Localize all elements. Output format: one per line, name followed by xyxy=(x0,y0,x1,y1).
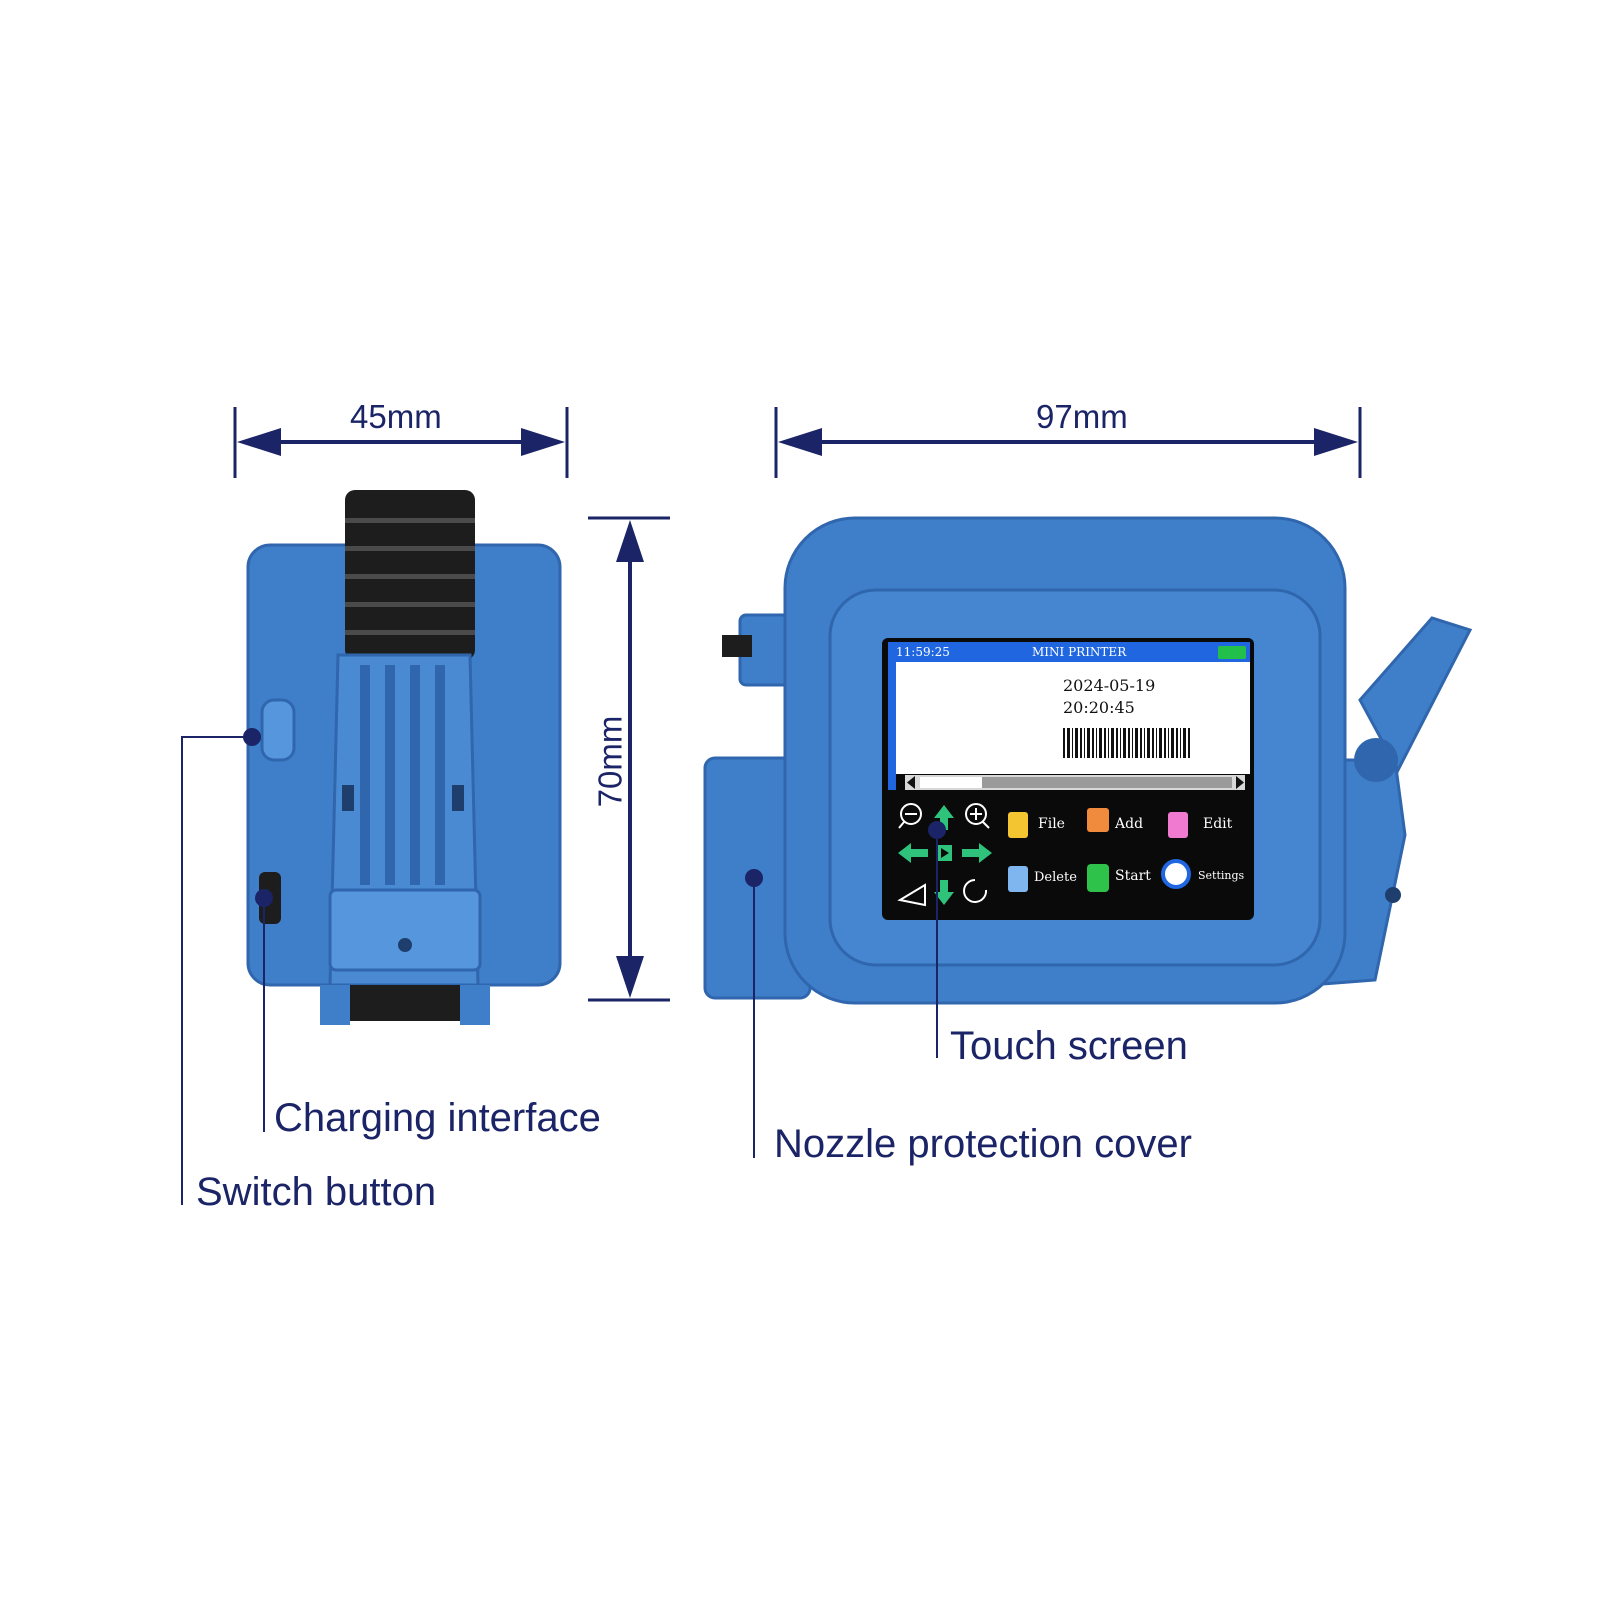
menu-delete-label: Delete xyxy=(1034,870,1077,885)
callout-charging-line xyxy=(255,889,273,1132)
callout-switch-button-line xyxy=(181,728,261,1205)
cartridge-drum xyxy=(345,490,475,660)
add-icon xyxy=(1087,808,1109,832)
dimension-97mm xyxy=(774,407,1362,478)
dimension-label-97mm: 97mm xyxy=(1036,398,1128,435)
rotate-icon xyxy=(963,879,988,903)
menu-start-label: Start xyxy=(1115,868,1151,884)
dimension-70mm xyxy=(588,516,670,1002)
menu-file-label: File xyxy=(1038,816,1065,832)
file-icon xyxy=(1008,812,1028,838)
side-view-device xyxy=(246,490,562,1025)
label-charging-interface: Charging interface xyxy=(274,1096,601,1140)
arrow-up-icon xyxy=(934,805,954,830)
screen-title: MINI PRINTER xyxy=(1032,645,1127,659)
dimension-label-70mm: 70mm xyxy=(591,715,629,808)
screen-date: 2024-05-19 xyxy=(1063,676,1156,695)
menu-settings-label: Settings xyxy=(1198,869,1245,882)
dimension-label-45mm: 45mm xyxy=(350,398,442,435)
start-icon xyxy=(1087,864,1109,892)
zoom-in-icon xyxy=(965,803,987,825)
side-clamp xyxy=(320,653,490,1025)
delete-icon xyxy=(1008,866,1028,892)
arrow-left-icon xyxy=(898,843,928,863)
volume-icon xyxy=(897,883,926,907)
menu-add-label: Add xyxy=(1115,816,1144,832)
callout-nozzle-line xyxy=(745,869,763,1158)
settings-icon xyxy=(1161,859,1191,889)
callout-touch-screen-line xyxy=(928,821,946,1058)
dimension-45mm xyxy=(233,407,569,478)
barcode xyxy=(1063,728,1190,758)
arrow-down-icon xyxy=(934,880,954,905)
nav-controls xyxy=(897,803,992,907)
edit-icon xyxy=(1168,812,1188,838)
battery-icon xyxy=(1218,646,1246,659)
label-switch-button: Switch button xyxy=(196,1170,437,1214)
menu-edit-label: Edit xyxy=(1203,816,1233,832)
zoom-out-icon xyxy=(900,803,922,825)
front-view-device xyxy=(703,516,1473,1005)
switch-button-part xyxy=(260,698,296,762)
arrow-right-icon xyxy=(962,843,992,863)
label-nozzle-protection-cover: Nozzle protection cover xyxy=(774,1122,1192,1166)
screen-time: 20:20:45 xyxy=(1063,698,1135,717)
label-touch-screen: Touch screen xyxy=(950,1024,1188,1068)
screen-clock: 11:59:25 xyxy=(896,645,950,659)
